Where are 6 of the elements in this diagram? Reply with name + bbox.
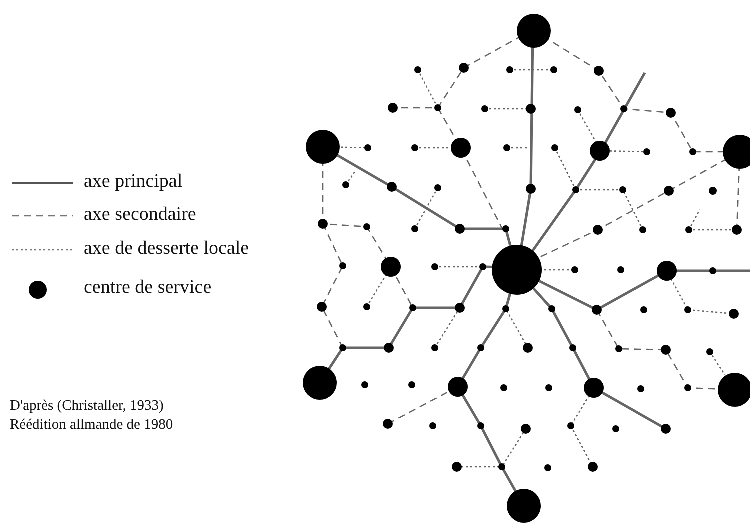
legend-text: centre de service <box>84 278 212 297</box>
legend-text: axe principal <box>84 172 183 191</box>
source-note: D'après (Christaller, 1933) <box>10 399 164 414</box>
legend-text: axe secondaire <box>84 205 196 224</box>
legend-text: axe de desserte locale <box>84 239 250 258</box>
source-note: Réédition allmande de 1980 <box>10 418 174 432</box>
